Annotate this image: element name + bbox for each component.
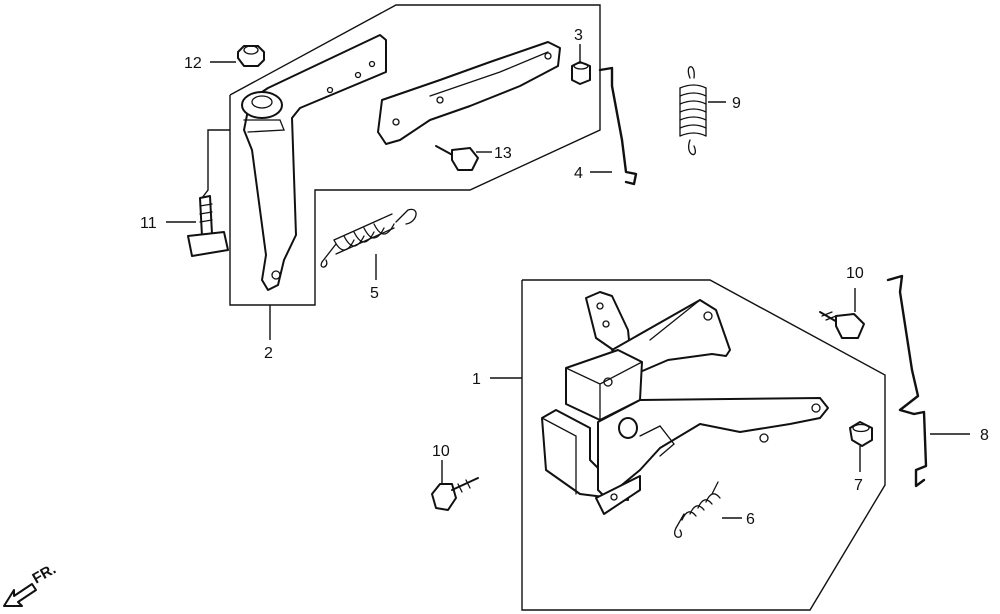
callout-13: 13: [494, 145, 512, 162]
group-outline-upper: [229, 4, 601, 306]
lever-arm-part: [241, 34, 387, 291]
callout-2: 2: [264, 345, 273, 362]
callout-12: 12: [184, 55, 202, 72]
governor-rod-part: [598, 66, 638, 186]
leader-lines: [166, 44, 970, 519]
control-rod-8-part: [886, 274, 928, 488]
callout-3: 3: [574, 27, 583, 44]
callout-5: 5: [370, 285, 379, 302]
callout-4: 4: [574, 165, 583, 182]
callout-11: 11: [140, 215, 157, 232]
spring-6-part: [674, 481, 721, 538]
grommet-part: [571, 61, 591, 85]
front-direction-indicator: FR.: [3, 561, 59, 607]
flange-nut-part: [237, 45, 265, 67]
callout-10-lower: 10: [432, 443, 450, 460]
t-bolt-11-part: [187, 195, 229, 257]
callout-6: 6: [746, 511, 755, 528]
throttle-bracket-assembly: [541, 291, 829, 515]
callout-8: 8: [980, 427, 989, 444]
front-arrow-icon: [3, 583, 37, 607]
callout-7: 7: [854, 477, 863, 494]
spring-5-part: [320, 208, 417, 268]
bolt-13-part: [435, 145, 479, 171]
control-bracket-part: [377, 41, 561, 145]
group-outline-lower: [521, 279, 886, 611]
callout-1: 1: [472, 371, 481, 388]
spring-9-part: [679, 66, 707, 156]
front-label: FR.: [30, 561, 59, 588]
callout-10-upper: 10: [846, 265, 864, 282]
bolt-10-upper-part: [819, 311, 865, 339]
bolt-10-lower-part: [431, 477, 479, 511]
callout-9: 9: [732, 95, 741, 112]
grommet-7-part: [849, 421, 873, 447]
